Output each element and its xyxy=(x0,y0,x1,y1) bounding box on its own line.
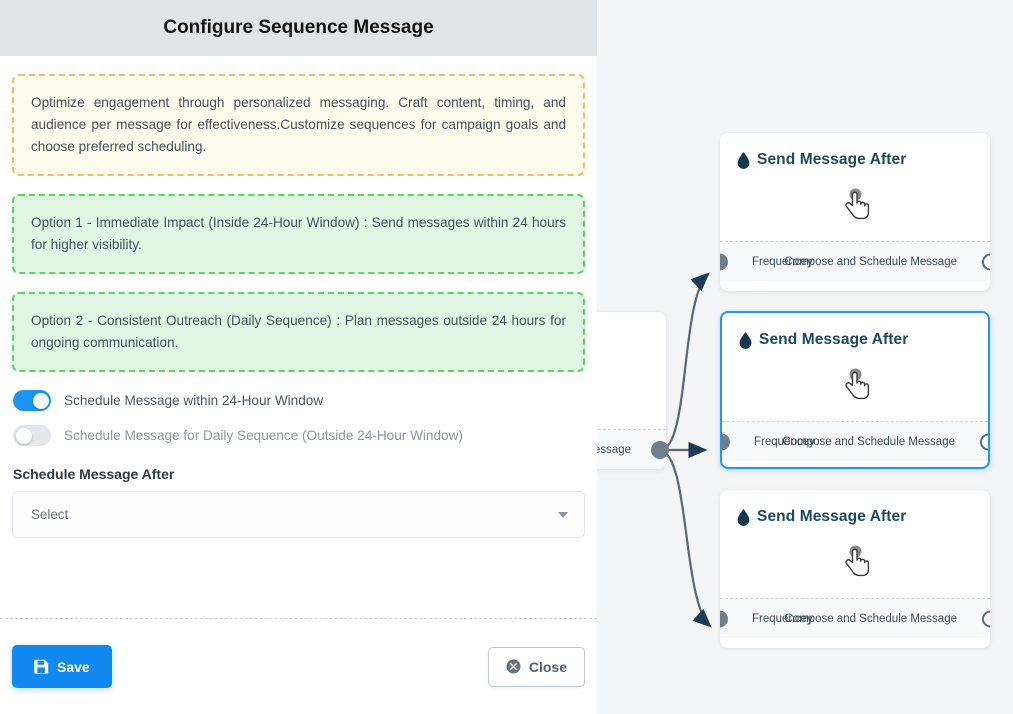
node-body-2 xyxy=(722,349,988,421)
info-note-option-2: Option 2 - Consistent Outreach (Daily Se… xyxy=(12,292,585,372)
panel-header: Configure Sequence Message xyxy=(0,0,597,56)
node-header-2: Send Message After xyxy=(722,313,988,349)
schedule-after-value: Select xyxy=(31,507,69,522)
page-title: Configure Sequence Message xyxy=(163,17,434,38)
schedule-after-select[interactable]: Select xyxy=(12,491,585,538)
hand-pointer-icon xyxy=(831,185,879,225)
toggle-switch-daily-sequence[interactable] xyxy=(13,425,51,446)
node-frequency-label-2: Frequencey xyxy=(754,435,815,448)
toggle-row-within-24h[interactable]: Schedule Message within 24-Hour Window xyxy=(12,390,585,411)
node-title-3: Send Message After xyxy=(757,508,907,525)
tint-drop-icon xyxy=(739,331,752,349)
node-source-handle-2[interactable] xyxy=(980,433,988,450)
chevron-down-icon xyxy=(558,511,568,518)
close-circle-icon xyxy=(506,659,521,674)
node-body-3 xyxy=(720,526,990,598)
toggle-label-daily-sequence: Schedule Message for Daily Sequence (Out… xyxy=(64,428,463,443)
node-frequency-label-1: Frequencey xyxy=(752,255,813,268)
close-button[interactable]: Close xyxy=(487,646,585,687)
toggle-label-within-24h: Schedule Message within 24-Hour Window xyxy=(64,393,324,408)
node-source-handle-1[interactable] xyxy=(982,253,990,270)
node-footer-1: Frequencey Compose and Schedule Message xyxy=(720,241,990,281)
node-target-handle-1[interactable] xyxy=(720,253,728,270)
node-target-handle-2[interactable] xyxy=(722,433,730,450)
toggle-row-daily-sequence[interactable]: Schedule Message for Daily Sequence (Out… xyxy=(12,425,585,446)
toggle-knob xyxy=(15,427,32,444)
tint-drop-icon xyxy=(737,151,750,169)
tint-drop-icon xyxy=(737,508,750,526)
node-compose-label-2: Compose and Schedule Message xyxy=(782,435,955,448)
save-icon xyxy=(34,659,49,674)
node-compose-label-1: Compose and Schedule Message xyxy=(784,255,957,268)
close-button-label: Close xyxy=(528,658,567,675)
node-footer-2: Frequencey Compose and Schedule Message xyxy=(722,421,988,461)
node-header-1: Send Message After xyxy=(720,133,990,169)
node-source-handle-3[interactable] xyxy=(982,610,990,627)
toggle-switch-within-24h[interactable] xyxy=(13,390,51,411)
hand-pointer-icon xyxy=(831,542,879,582)
schedule-after-label: Schedule Message After xyxy=(13,466,175,482)
toggle-knob xyxy=(32,392,49,409)
node-compose-label-3: Compose and Schedule Message xyxy=(784,612,957,625)
panel-body: Optimize engagement through personalized… xyxy=(0,56,597,618)
node-header-3: Send Message After xyxy=(720,490,990,526)
configure-sequence-panel: Configure Sequence Message Optimize enga… xyxy=(0,0,597,714)
save-button[interactable]: Save xyxy=(12,645,112,688)
node-title-2: Send Message After xyxy=(759,331,909,348)
save-button-label: Save xyxy=(57,658,90,675)
node-footer-3: Frequencey Compose and Schedule Message xyxy=(720,598,990,638)
info-note-overview: Optimize engagement through personalized… xyxy=(12,74,585,176)
node-title-1: Send Message After xyxy=(757,151,907,168)
info-note-option-1: Option 1 - Immediate Impact (Inside 24-H… xyxy=(12,194,585,274)
hand-pointer-icon xyxy=(831,365,879,405)
node-target-handle-3[interactable] xyxy=(720,610,728,627)
flow-node-1[interactable]: Send Message After Frequencey Compose an… xyxy=(720,133,990,291)
flow-node-3[interactable]: Send Message After Frequencey Compose an… xyxy=(720,490,990,648)
node-body-1 xyxy=(720,169,990,241)
node-frequency-label-3: Frequencey xyxy=(752,612,813,625)
panel-footer: Save Close xyxy=(0,618,597,714)
flow-node-2[interactable]: Send Message After Frequencey Compose an… xyxy=(720,311,990,469)
